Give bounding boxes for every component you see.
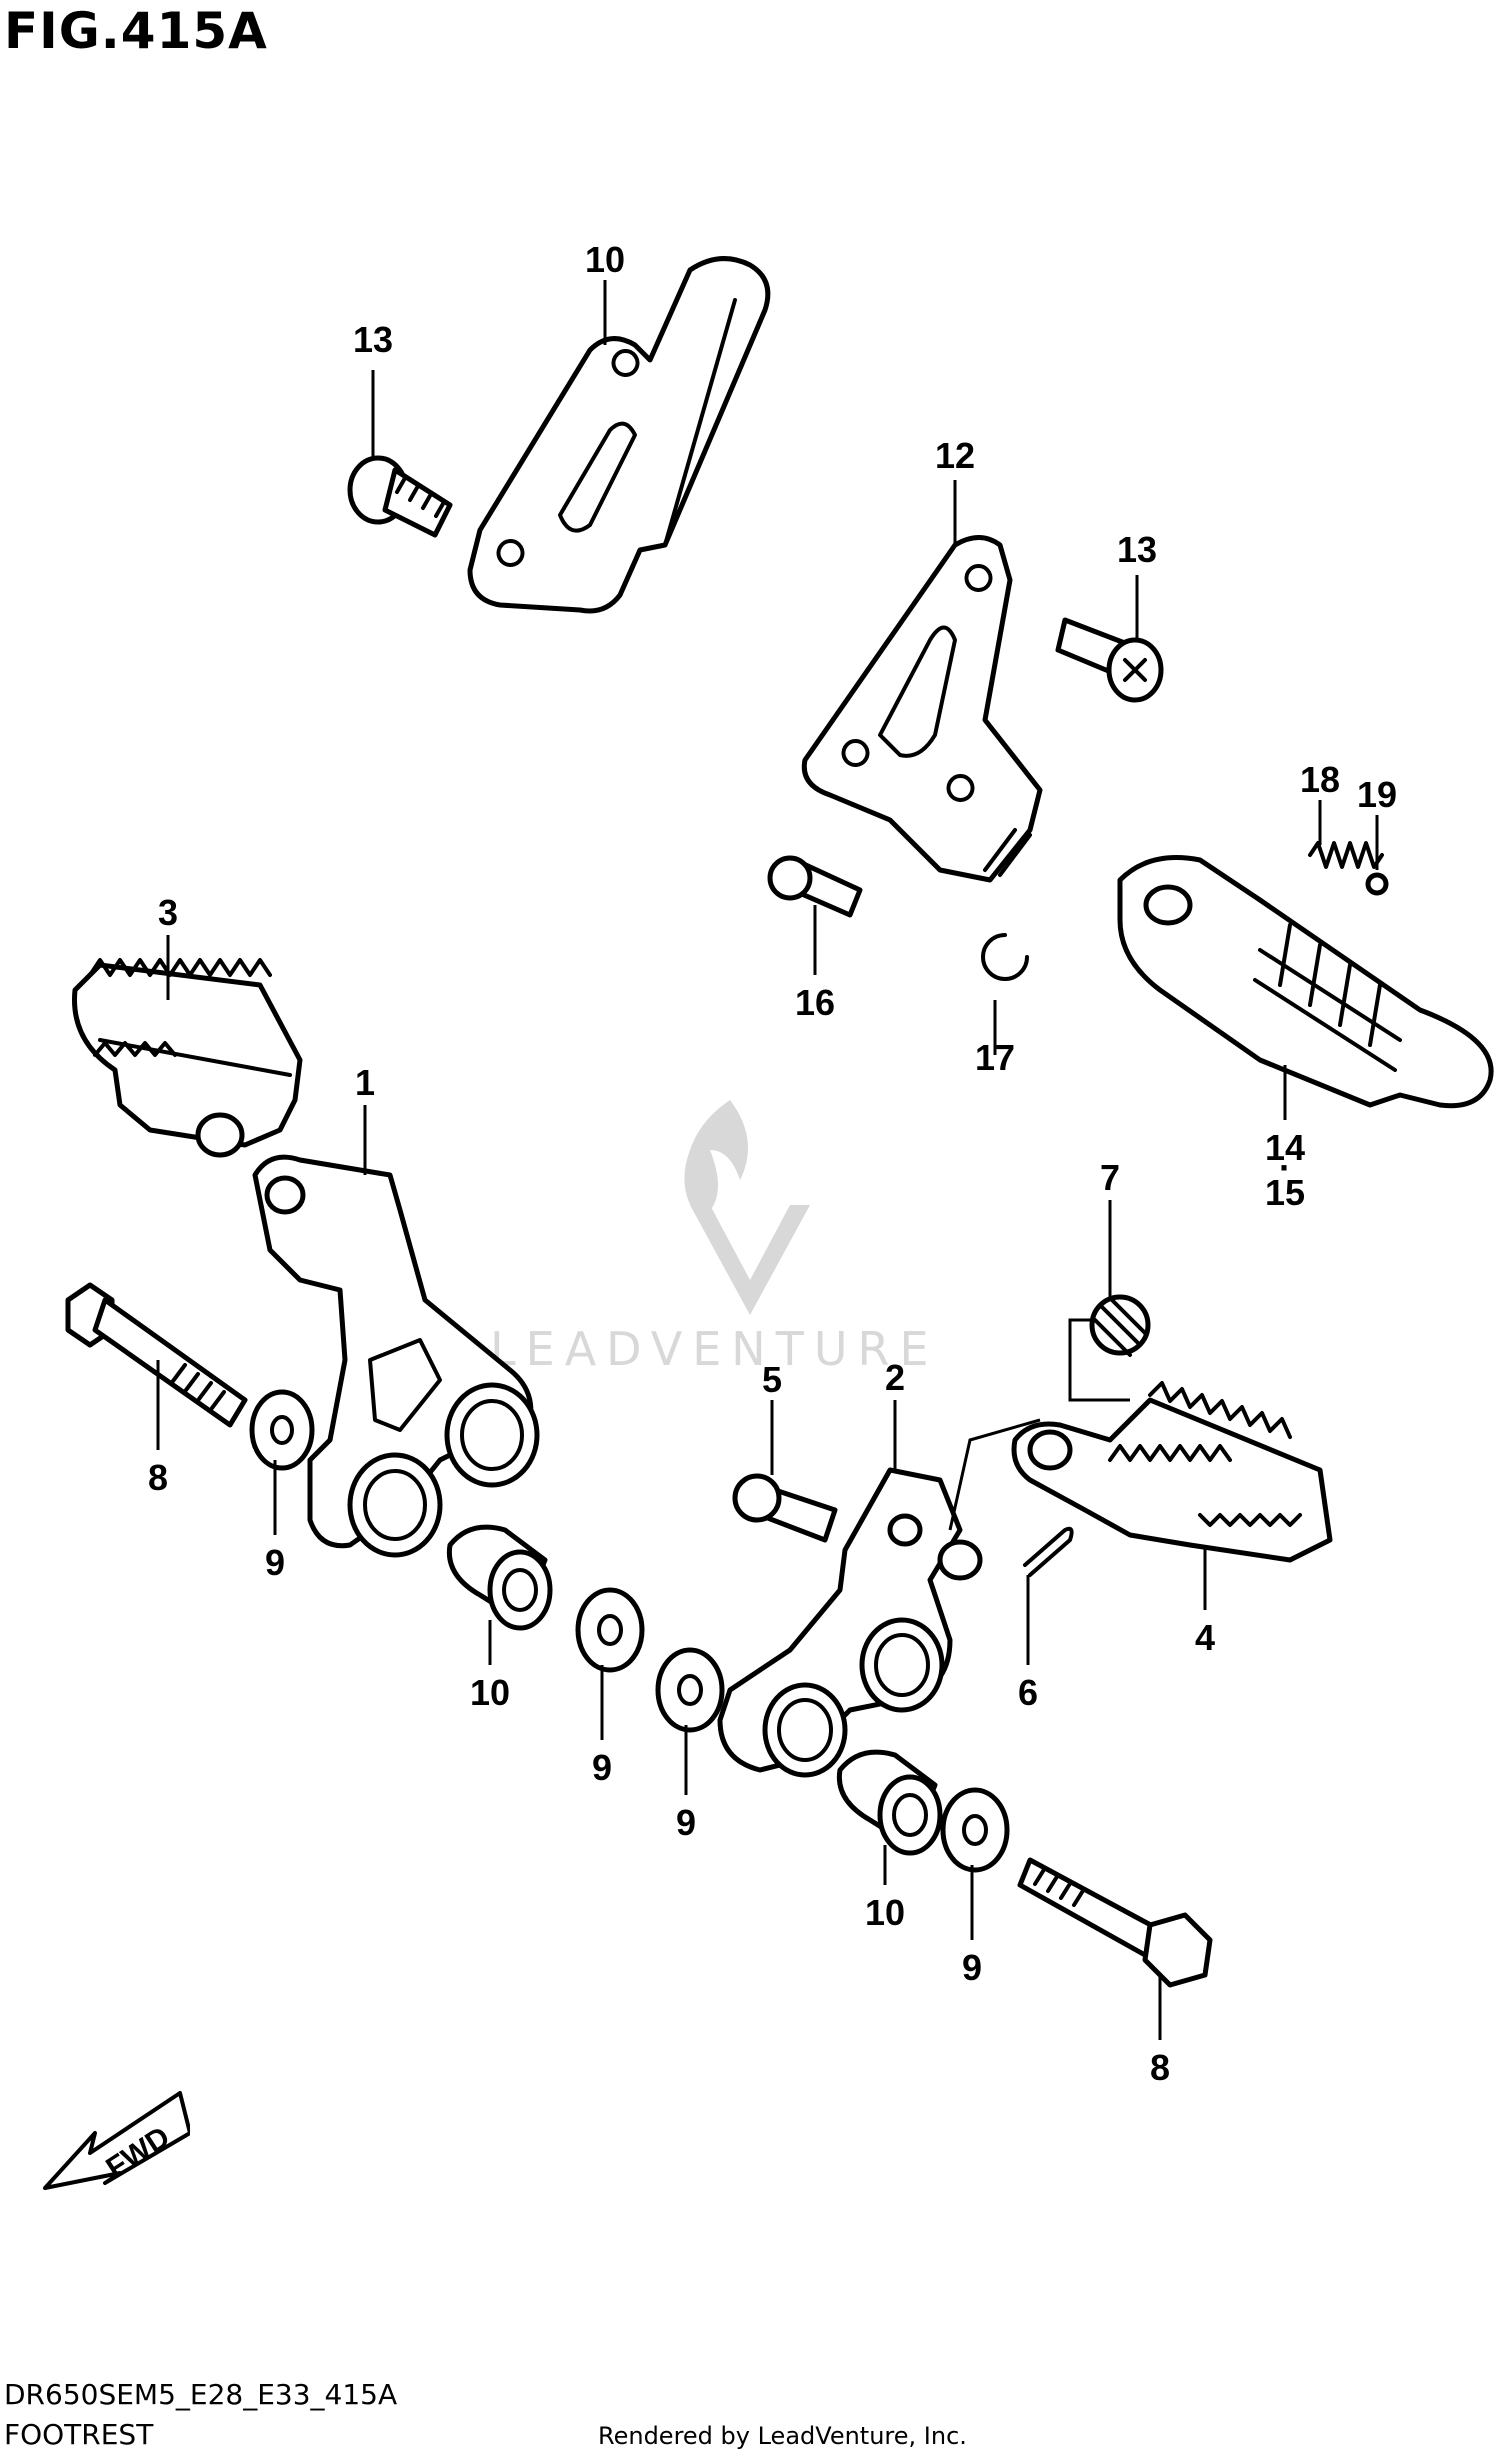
callout-17: 17 bbox=[975, 1037, 1015, 1078]
footrest-bracket-lower-right bbox=[717, 1467, 983, 1778]
fwd-arrow-icon: FWD bbox=[43, 2091, 190, 2190]
bushing-10-left bbox=[446, 1524, 553, 1631]
callout-6: 6 bbox=[1018, 1672, 1038, 1713]
heel-guard-plate bbox=[467, 256, 771, 614]
footpeg-left bbox=[72, 958, 303, 1158]
cotter-pin-6 bbox=[1023, 1526, 1074, 1577]
leadventure-watermark: LEADVENTURE bbox=[490, 1100, 939, 1376]
washer-9-a bbox=[249, 1389, 315, 1471]
bolt-13-right bbox=[1055, 617, 1164, 703]
callout-10-left: 10 bbox=[470, 1672, 510, 1713]
clevis-pin-5 bbox=[732, 1473, 838, 1543]
callout-10-right: 10 bbox=[865, 1892, 905, 1933]
bolt-8-left bbox=[65, 1282, 248, 1428]
washer-9-c bbox=[655, 1647, 725, 1733]
bolt-13-left bbox=[347, 455, 453, 538]
callout-dot: · bbox=[1279, 1147, 1291, 1188]
callout-4: 4 bbox=[1195, 1617, 1215, 1658]
callout-9-a: 9 bbox=[265, 1542, 285, 1583]
callout-12: 12 bbox=[935, 435, 975, 476]
callout-5: 5 bbox=[762, 1359, 782, 1400]
bushing-10-right bbox=[836, 1749, 943, 1856]
footrest-bracket-left bbox=[252, 1154, 540, 1558]
callout-9-b: 9 bbox=[592, 1747, 612, 1788]
callout-8-left: 8 bbox=[148, 1457, 168, 1498]
washer-9-d bbox=[940, 1787, 1010, 1873]
callout-9-c: 9 bbox=[676, 1802, 696, 1843]
clevis-pin-16 bbox=[767, 855, 863, 918]
bolt-8-right bbox=[1017, 1857, 1213, 1988]
footpeg-lower-right bbox=[1011, 1381, 1333, 1563]
rendered-by: Rendered by LeadVenture, Inc. bbox=[598, 2422, 967, 2450]
figure-title: FIG.415A bbox=[4, 2, 268, 60]
callout-7: 7 bbox=[1100, 1157, 1120, 1198]
footrest-bracket-right bbox=[801, 535, 1043, 883]
callout-2: 2 bbox=[885, 1357, 905, 1398]
section-name: FOOTREST bbox=[4, 2418, 154, 2451]
callout-1: 1 bbox=[355, 1062, 375, 1103]
callout-8-right: 8 bbox=[1150, 2047, 1170, 2088]
callout-3: 3 bbox=[158, 892, 178, 933]
callout-16: 16 bbox=[795, 982, 835, 1023]
return-spring-7 bbox=[1089, 1294, 1151, 1357]
model-code: DR650SEM5_E28_E33_415A bbox=[4, 2378, 398, 2411]
washer-9-b bbox=[575, 1587, 645, 1673]
callout-18: 18 bbox=[1300, 759, 1340, 800]
callout-13-right: 13 bbox=[1117, 529, 1157, 570]
callout-11: 10 bbox=[585, 239, 625, 280]
callout-15: 15 bbox=[1265, 1172, 1305, 1213]
ball-19 bbox=[1365, 872, 1389, 896]
e-clip-17 bbox=[981, 933, 1029, 981]
callout-14: 14 bbox=[1265, 1127, 1305, 1168]
callout-9-d: 9 bbox=[962, 1947, 982, 1988]
watermark-text: LEADVENTURE bbox=[490, 1322, 939, 1376]
leader-lines bbox=[156, 280, 1379, 2040]
callout-13-left: 13 bbox=[353, 319, 393, 360]
footpeg-right-rubber bbox=[1117, 855, 1494, 1109]
spring-18 bbox=[1308, 841, 1384, 869]
callout-19: 19 bbox=[1357, 774, 1397, 815]
